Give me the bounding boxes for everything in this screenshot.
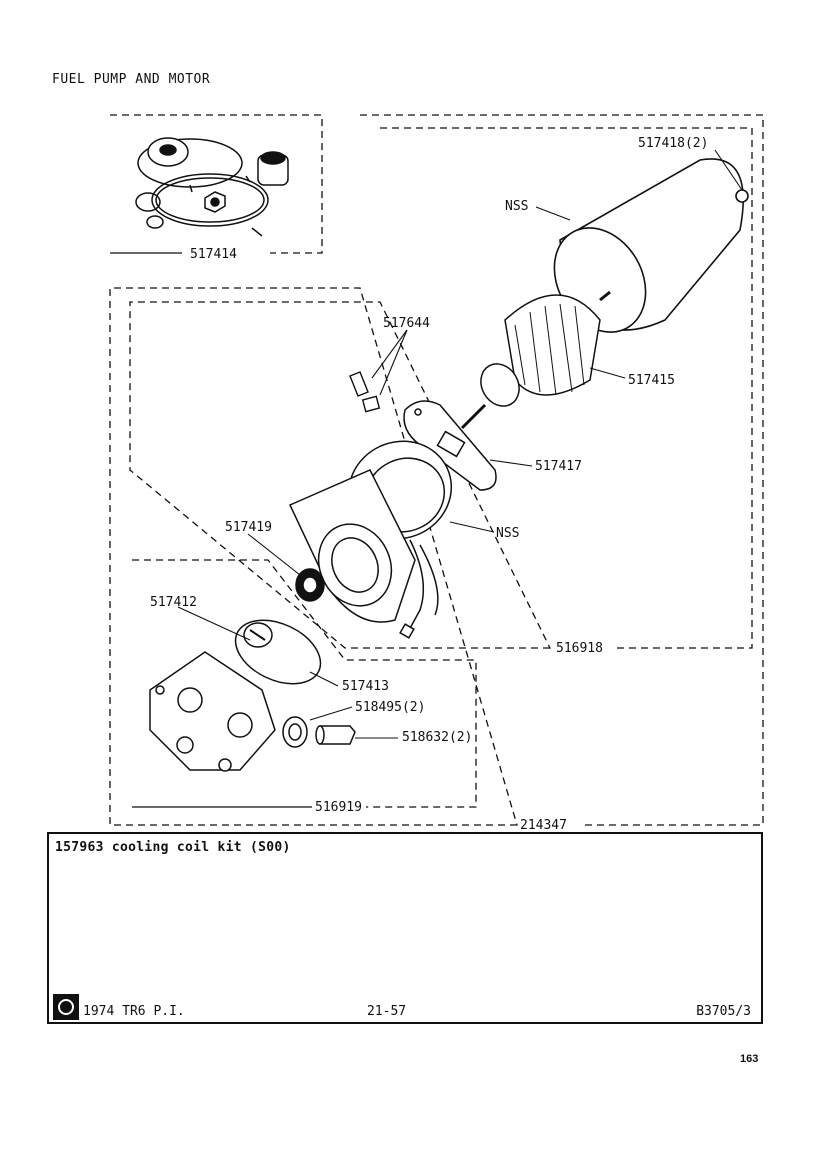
label-brush-plate: 517418(2): [638, 136, 708, 151]
label-gasket: 517417: [535, 459, 582, 474]
footer-model: 1974 TR6 P.I.: [83, 1004, 185, 1019]
pump-body: [149, 651, 276, 772]
kit-parts: [135, 137, 289, 237]
footer-reference: B3705/3: [696, 1004, 751, 1019]
gasket-plate: [403, 400, 497, 491]
label-motor-group: 516918: [556, 641, 603, 656]
washer-union: [282, 716, 356, 748]
label-impeller: 517412: [150, 595, 197, 610]
page-title: FUEL PUMP AND MOTOR: [52, 72, 211, 87]
kit-box-outline: [110, 114, 323, 254]
pump-box-outline: [132, 559, 477, 808]
label-bearing-housing: 517419: [225, 520, 272, 535]
label-armature: 517415: [628, 373, 675, 388]
page-number: 163: [740, 1053, 759, 1065]
motor-box-outline: [129, 127, 753, 649]
label-brushes: 517644: [383, 316, 430, 331]
label-union: 518632(2): [402, 730, 472, 745]
label-complete-assembly: 214347: [520, 818, 567, 833]
kit-note: 157963 cooling coil kit (S00): [55, 840, 291, 855]
label-end-frame: NSS: [496, 526, 519, 541]
bearing-housing: [288, 469, 416, 623]
exploded-parts-diagram: 517414 517418(2) NSS 517644 517415 51741…: [109, 114, 764, 833]
label-yoke: NSS: [505, 199, 528, 214]
label-washer: 518495(2): [355, 700, 425, 715]
label-pump-body-group: 516919: [315, 800, 362, 815]
label-kit-top: 517414: [190, 247, 237, 262]
armature: [460, 290, 611, 430]
info-box: 157963 cooling coil kit (S00) 1974 TR6 P…: [47, 832, 763, 1024]
brushes: [349, 371, 381, 413]
impeller-oring: [234, 619, 322, 685]
logo-icon: [53, 994, 79, 1020]
footer-plate-number: 21-57: [367, 1004, 407, 1019]
label-o-ring: 517413: [342, 679, 389, 694]
